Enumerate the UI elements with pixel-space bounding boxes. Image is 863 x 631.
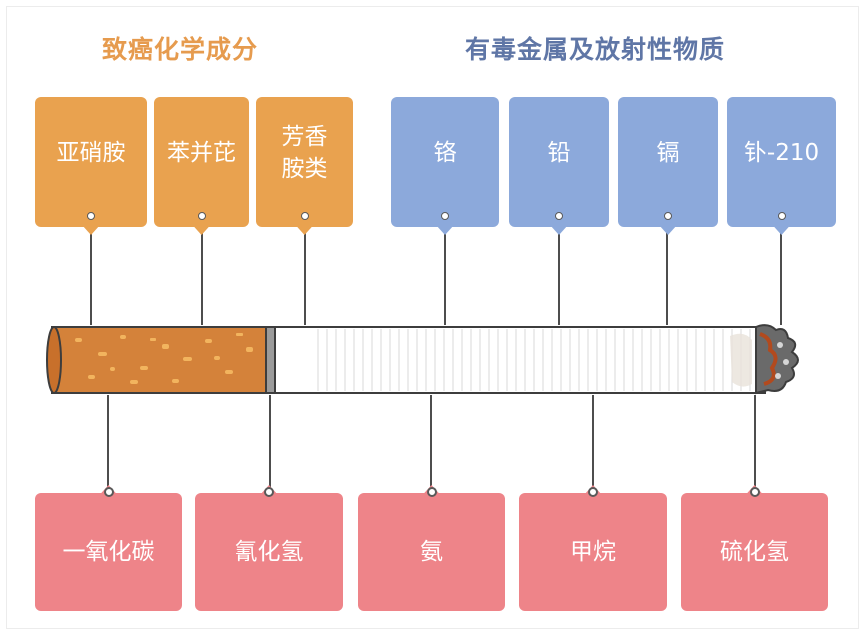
anchor-dot — [264, 487, 274, 497]
gas-card-ammonia: 氨 — [358, 485, 505, 611]
card-pointer — [295, 225, 314, 235]
card-label: 一氧化碳 — [62, 539, 155, 565]
metal-card-lead: 铅 — [509, 97, 609, 235]
metal-card-chromium: 铬 — [391, 97, 499, 235]
anchor-dot — [441, 212, 449, 220]
gas-card-hydrogen-sulfide: 硫化氢 — [681, 485, 828, 611]
card-label: 氰化氢 — [234, 539, 304, 565]
card-pointer — [659, 225, 677, 235]
card-label: 甲烷 — [570, 539, 616, 565]
carcinogens-heading: 致癌化学成分 — [102, 35, 259, 64]
card-pointer — [82, 225, 100, 235]
anchor-dot — [87, 212, 95, 220]
card-label: 硫化氢 — [720, 539, 789, 565]
toxic-metals-heading: 有毒金属及放射性物质 — [465, 35, 726, 64]
cigarette-ash — [730, 324, 799, 395]
card-pointer — [772, 225, 791, 235]
gas-card-hydrogen-cyanide: 氰化氢 — [195, 485, 343, 611]
anchor-dot — [588, 487, 598, 497]
anchor-dot — [555, 212, 563, 220]
carcinogen-card-nitrosamine: 亚硝胺 — [35, 97, 147, 235]
card-label: 镉 — [656, 140, 680, 166]
card-label: 芳香 胺类 — [281, 124, 328, 182]
anchor-dot — [777, 212, 786, 220]
card-label: 氨 — [420, 539, 443, 565]
card-label: 铅 — [547, 140, 571, 166]
anchor-dot — [197, 212, 206, 220]
anchor-dot — [426, 487, 437, 497]
carcinogen-card-aromatic-amines: 芳香 胺类 — [256, 97, 353, 235]
card-label: 钋-210 — [743, 140, 820, 166]
diagram-frame — [6, 6, 859, 629]
card-pointer — [192, 225, 211, 235]
card-pointer — [436, 225, 454, 235]
card-pointer — [550, 225, 568, 235]
carcinogen-card-benzopyrene: 苯并芘 — [154, 97, 249, 235]
anchor-dot — [664, 212, 672, 220]
card-label: 苯并芘 — [167, 140, 236, 166]
metal-card-polonium: 钋-210 — [727, 97, 836, 235]
gas-card-methane: 甲烷 — [519, 485, 667, 611]
cigarette-paper — [274, 326, 766, 394]
card-label: 亚硝胺 — [56, 140, 126, 166]
anchor-dot — [749, 487, 760, 497]
metal-card-cadmium: 镉 — [618, 97, 718, 235]
anchor-dot — [103, 487, 114, 497]
gas-card-carbon-monoxide: 一氧化碳 — [35, 485, 182, 611]
anchor-dot — [300, 212, 309, 220]
card-label: 铬 — [433, 140, 457, 166]
cigarette-filter — [46, 326, 276, 394]
